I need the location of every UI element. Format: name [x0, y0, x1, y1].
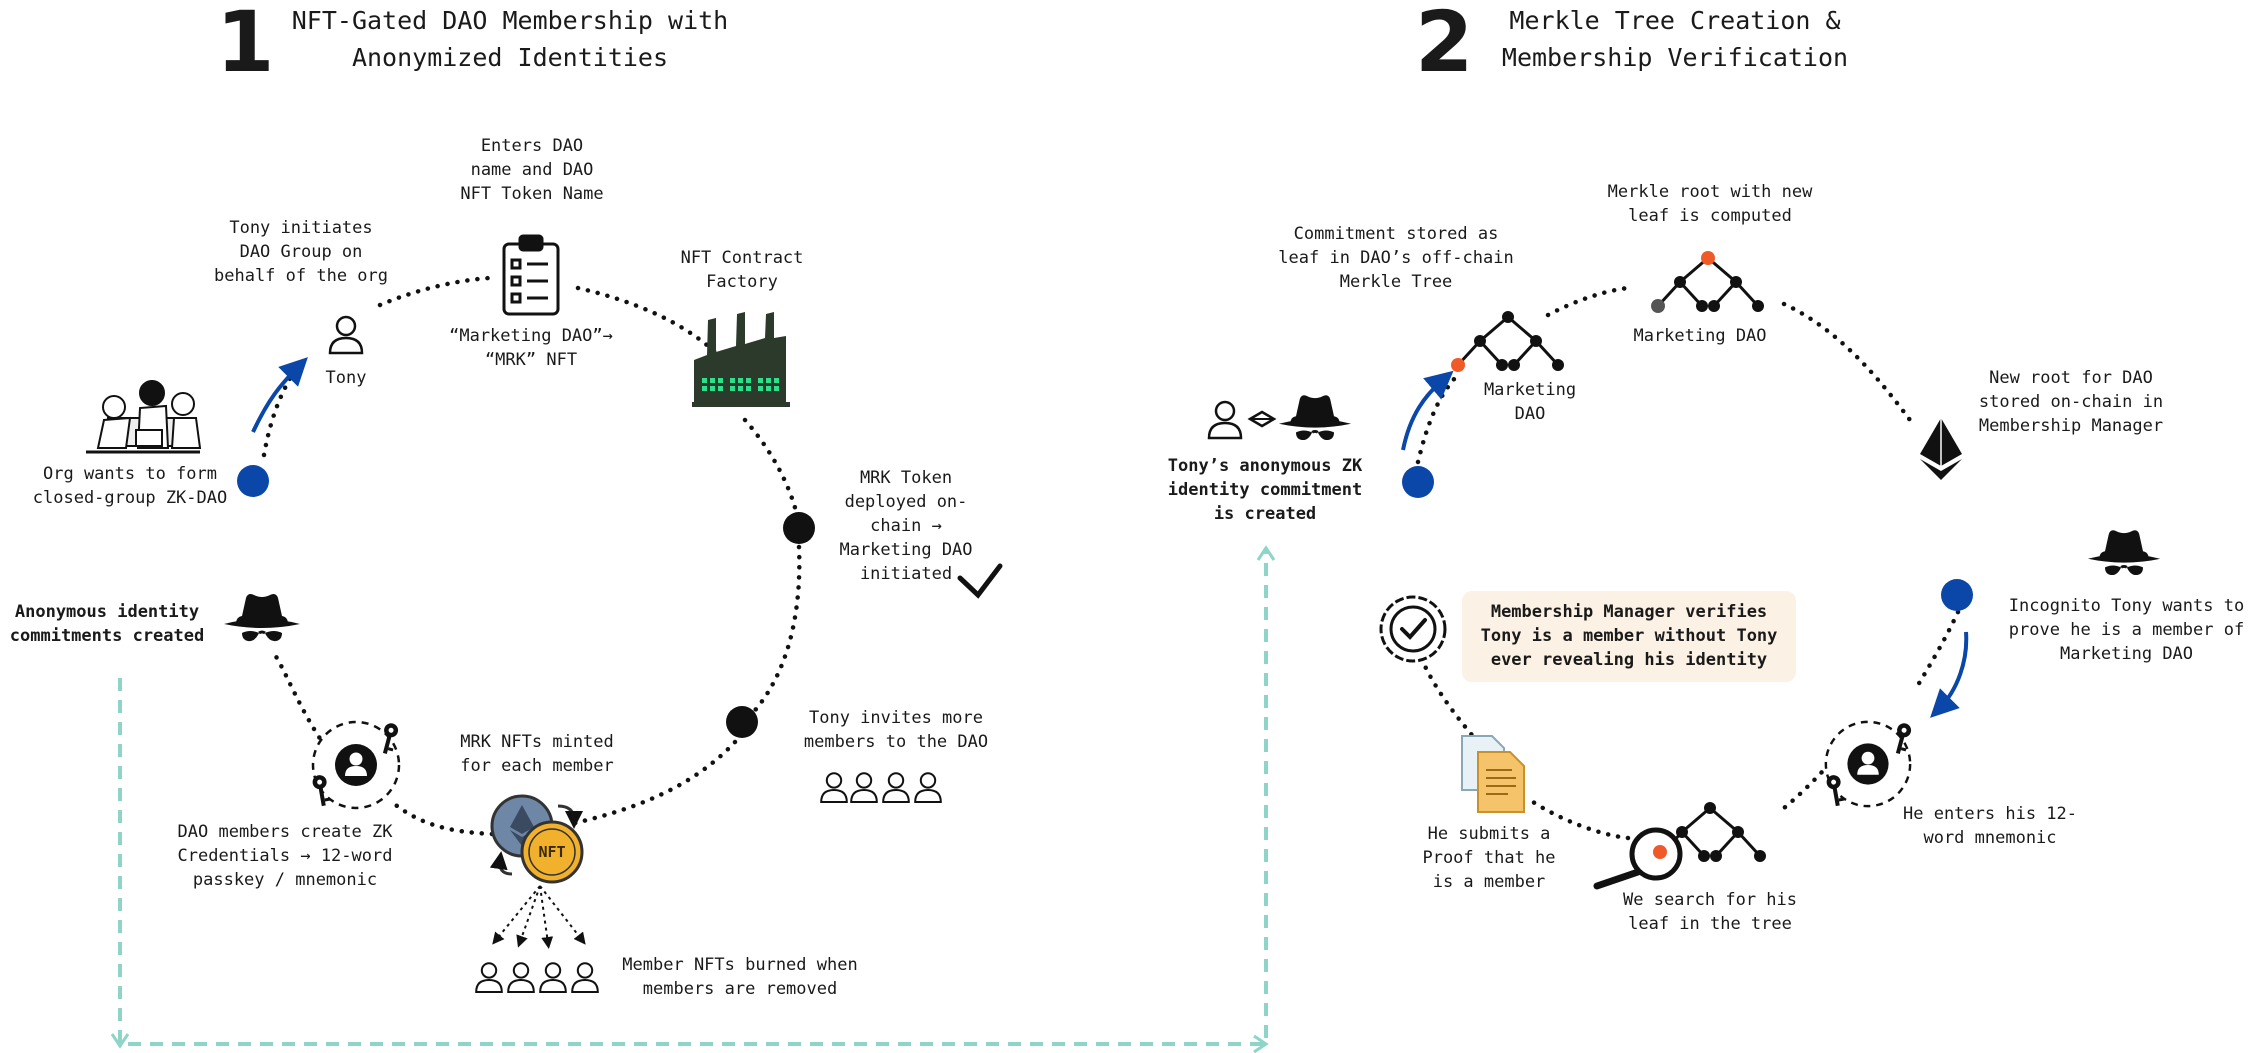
swap-arrow-icons — [489, 804, 583, 876]
label-org: Org wants to form closed-group ZK-DAO — [32, 464, 228, 508]
label-tony-initiates: Tony initiates DAO Group on behalf of th… — [214, 218, 388, 286]
check-icon — [957, 563, 1003, 599]
label-credentials: DAO members create ZK Credentials → 12-w… — [177, 822, 393, 890]
nft-coin-label: NFT — [538, 843, 566, 861]
label-minted: MRK NFTs minted for each member — [460, 732, 614, 776]
nft-coin-icon — [520, 820, 584, 884]
label-factory: NFT Contract Factory — [680, 248, 804, 292]
label-mnemonic: He enters his 12- word mnemonic — [1903, 804, 2077, 848]
label-tree-1: Marketing DAO — [1483, 380, 1577, 424]
label-submits: He submits a Proof that he is a member — [1422, 824, 1556, 892]
start-node-1 — [237, 465, 269, 497]
section-2-title: Merkle Tree Creation & Membership Verifi… — [1501, 6, 1849, 72]
spy-icon — [2086, 528, 2162, 577]
node-invites — [726, 706, 758, 738]
invite-people-icons — [820, 772, 942, 804]
label-verifies: Membership Manager verifies Tony is a me… — [1480, 602, 1778, 670]
clipboard-icon — [502, 234, 560, 316]
proof-document-icon — [1461, 735, 1525, 813]
incognito-arrow — [1930, 631, 1969, 718]
mnemonic-badge-icon — [1824, 720, 1912, 808]
label-search: We search for his leaf in the tree — [1623, 890, 1797, 934]
factory-icon — [692, 312, 790, 407]
start-node-2 — [1402, 466, 1434, 498]
label-name-mapping: “Marketing DAO”→ “MRK” NFT — [449, 326, 613, 370]
label-commitment-created: Tony’s anonymous ZK identity commitment … — [1167, 456, 1363, 524]
verified-seal-icon — [1379, 595, 1447, 663]
label-tony-name: Tony — [325, 368, 367, 388]
person-to-spy-icons — [1207, 393, 1353, 442]
label-tree-2: Marketing DAO — [1633, 326, 1767, 346]
label-enters-name: Enters DAO name and DAO NFT Token Name — [460, 136, 604, 204]
label-deployed: MRK Token deployed on- chain → Marketing… — [839, 468, 973, 584]
merkle-tree-1-icon — [1451, 309, 1566, 373]
incognito-node — [1941, 579, 1973, 611]
label-new-root: New root for DAO stored on-chain in Memb… — [1978, 368, 2164, 436]
label-burned: Member NFTs burned when members are remo… — [622, 955, 858, 999]
teal-dashed-connector — [118, 550, 1268, 1046]
tony-person-icon — [328, 315, 364, 355]
spy-icon — [222, 592, 302, 643]
member-people-icons — [475, 962, 599, 994]
start-arrow-2 — [1401, 370, 1454, 451]
verification-callout — [1462, 591, 1796, 682]
team-illustration — [86, 380, 202, 454]
label-incognito: Incognito Tony wants to prove he is a me… — [2008, 596, 2245, 664]
label-stored-leaf: Commitment stored as leaf in DAO’s off-c… — [1278, 224, 1514, 292]
section-2-number: 2 — [1415, 0, 1474, 91]
magnifier-icon — [1593, 827, 1683, 890]
section-1-number: 1 — [216, 0, 275, 91]
label-root-computed: Merkle root with new leaf is computed — [1607, 182, 1813, 226]
merkle-tree-2-icon — [1651, 250, 1766, 314]
section-1-title: NFT-Gated DAO Membership with Anonymized… — [291, 6, 729, 72]
label-invites: Tony invites more members to the DAO — [803, 708, 989, 752]
label-anon-created: Anonymous identity commitments created — [9, 602, 205, 646]
node-deployed — [783, 512, 815, 544]
distribution-arrows — [492, 885, 586, 949]
ethereum-icon — [1920, 418, 1962, 480]
start-arrow-1 — [251, 357, 308, 433]
